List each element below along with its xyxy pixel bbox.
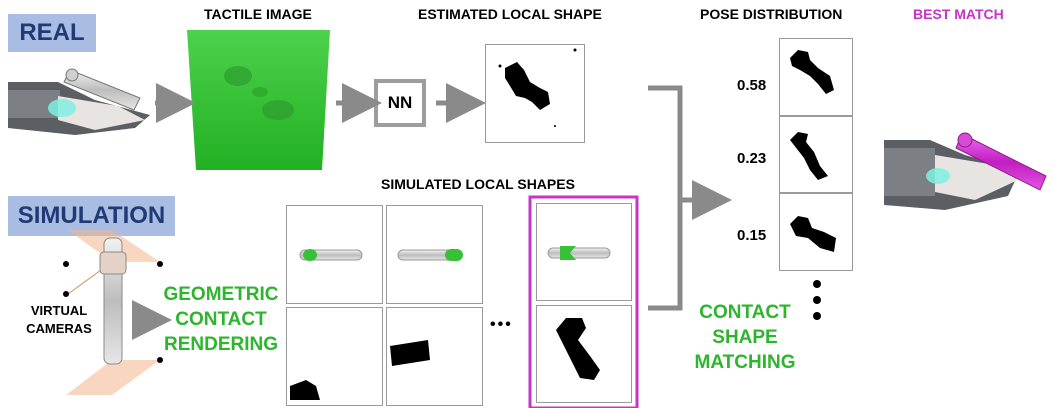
cameras-word: CAMERAS xyxy=(26,321,92,336)
sim-silhouette-3 xyxy=(290,380,320,400)
geometric-word: GEOMETRIC xyxy=(163,284,279,305)
geometric-contact-rendering-label: GEOMETRIC CONTACT RENDERING xyxy=(160,282,282,357)
virtual-cameras-label: VIRTUAL CAMERAS xyxy=(14,302,104,338)
pose-more-dots xyxy=(813,280,821,320)
pose-probability-1: 0.58 xyxy=(737,77,767,94)
sim-tool-2 xyxy=(397,249,463,261)
pose-frame-2 xyxy=(779,116,853,193)
sim-tool-1 xyxy=(299,249,363,261)
sim-silhouette-4 xyxy=(390,340,430,366)
rendering-word: RENDERING xyxy=(163,334,278,355)
pose-probability-2: 0.23 xyxy=(737,150,767,167)
virtual-cameras-illustration xyxy=(63,230,163,395)
best-sim-silhouette xyxy=(556,318,600,380)
simulated-local-shapes-header: SIMULATED LOCAL SHAPES xyxy=(381,176,575,192)
estimated-shape-blob xyxy=(498,48,577,127)
contact-word-2: CONTACT xyxy=(699,302,791,323)
pose-silhouette-1 xyxy=(790,50,834,94)
best-match-highlight xyxy=(528,195,639,408)
virtual-word: VIRTUAL xyxy=(30,303,88,318)
pose-silhouette-3 xyxy=(790,216,836,252)
real-tag: REAL xyxy=(8,14,96,52)
matching-bracket xyxy=(648,85,732,311)
tactile-image xyxy=(187,30,330,170)
estimated-local-shape-header: ESTIMATED LOCAL SHAPE xyxy=(418,6,602,22)
sim-tool-best xyxy=(547,246,611,260)
sim-shape-frame-4 xyxy=(386,307,483,406)
matching-word: MATCHING xyxy=(694,352,796,373)
real-gripper-image xyxy=(8,68,150,135)
simulation-tag: SIMULATION xyxy=(8,196,175,236)
contact-shape-matching-label: CONTACT SHAPE MATCHING xyxy=(680,300,810,375)
shape-word: SHAPE xyxy=(712,327,778,348)
best-match-header: BEST MATCH xyxy=(913,6,1004,22)
pose-distribution-header: POSE DISTRIBUTION xyxy=(700,6,843,22)
pose-probability-3: 0.15 xyxy=(737,227,767,244)
best-match-gripper-image xyxy=(884,132,1047,210)
pose-silhouette-2 xyxy=(790,132,828,180)
sim-ellipsis: ••• xyxy=(490,316,513,333)
contact-word: CONTACT xyxy=(175,309,267,330)
tactile-image-header: TACTILE IMAGE xyxy=(204,6,312,22)
